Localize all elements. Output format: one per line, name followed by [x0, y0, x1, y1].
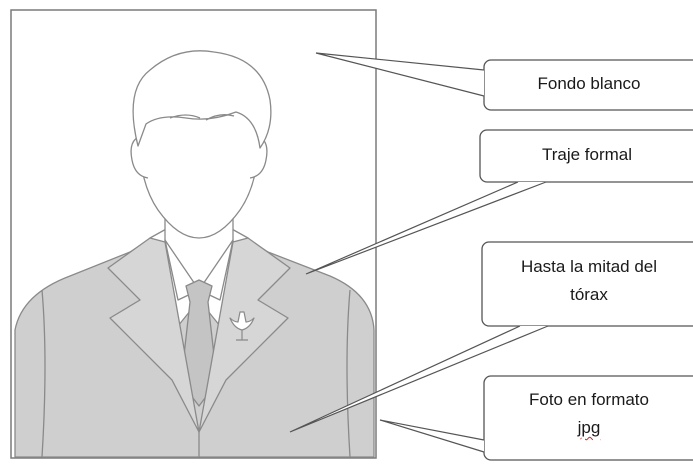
label-foto-line2: jpg	[577, 418, 601, 437]
callout-box-mitad	[481, 241, 693, 327]
left-arm-seam	[41, 289, 46, 458]
label-fondo-blanco: Fondo blanco	[486, 70, 692, 98]
pointer-mitad	[289, 325, 549, 433]
pointer-fondo	[315, 52, 485, 97]
pointer-traje	[305, 181, 547, 275]
label-mitad-line2: tórax	[570, 285, 608, 304]
hair-strand	[169, 114, 235, 121]
label-fondo-text: Fondo blanco	[537, 74, 641, 93]
label-foto-line1: Foto en formato	[528, 390, 649, 409]
right-arm-seam	[346, 289, 351, 458]
callout-box-traje	[479, 129, 693, 183]
callout-boxes	[479, 59, 693, 461]
left-ear	[130, 135, 149, 179]
right-lapel	[198, 237, 291, 433]
label-traje-text: Traje formal	[541, 145, 633, 164]
label-foto-formato: Foto en formato jpg	[486, 386, 692, 442]
hair	[132, 50, 272, 149]
label-traje-formal: Traje formal	[482, 141, 692, 169]
person-silhouette	[14, 50, 375, 458]
lapel-pin	[229, 311, 255, 341]
left-lapel	[107, 237, 200, 433]
label-hasta-la-mitad: Hasta la mitad del tórax	[484, 253, 693, 309]
pointer-foto	[379, 419, 485, 453]
callout-box-foto	[483, 375, 693, 461]
callout-pointers	[289, 52, 549, 453]
label-foto-line2-wrap: jpg	[486, 414, 692, 442]
label-mitad-line1: Hasta la mitad del	[520, 257, 658, 276]
